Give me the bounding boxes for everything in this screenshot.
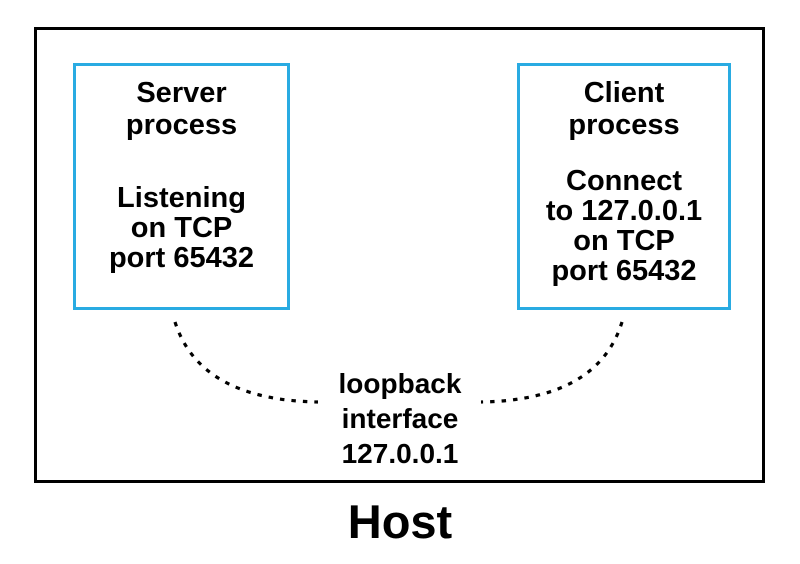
- server-process-box: Server process Listening on TCP port 654…: [73, 63, 290, 310]
- loopback-interface-label: loopback interface 127.0.0.1: [338, 368, 462, 469]
- server-process-detail: Listening on TCP port 65432: [108, 182, 255, 274]
- host-label: Host: [347, 495, 453, 548]
- server-process-title: Server process: [125, 77, 238, 141]
- client-process-box: Client process Connect to 127.0.0.1 on T…: [517, 63, 731, 310]
- client-process-detail: Connect to 127.0.0.1 on TCP port 65432: [545, 165, 703, 287]
- client-process-title: Client process: [568, 77, 680, 141]
- host-boundary-box: [34, 27, 765, 483]
